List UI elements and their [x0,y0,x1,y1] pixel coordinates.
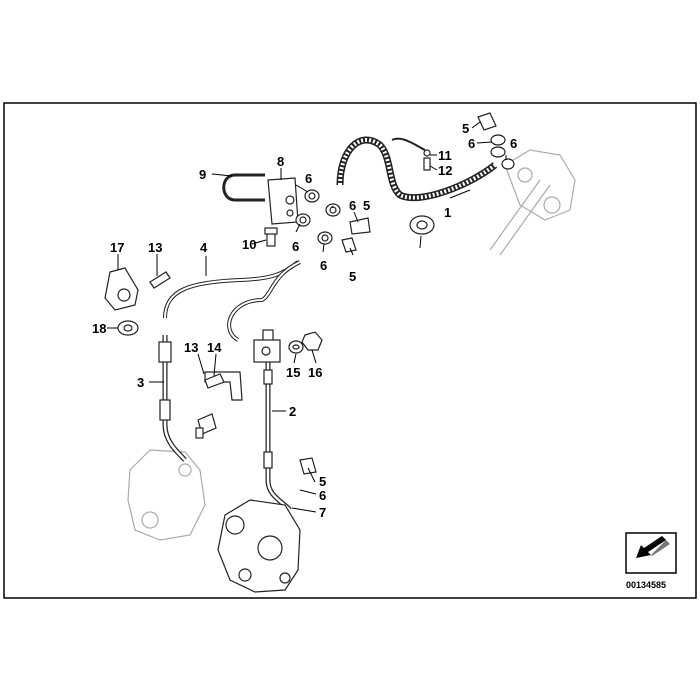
banjo-bolts [299,112,497,475]
callout-5-center: 5 [363,198,370,213]
callout-6-c: 6 [292,239,299,254]
brake-hose-3 [158,335,187,462]
reference-number: 00134585 [626,580,666,590]
callout-6-h: 7 [319,505,326,520]
leader-lines [107,121,507,513]
callout-6-g: 6 [319,488,326,503]
callout-17: 18 [92,321,106,336]
washer-14 [288,340,304,354]
callout-1: 1 [444,205,451,220]
callout-8: 9 [199,167,206,182]
callout-13-mid: 14 [207,340,222,355]
nut-15 [301,331,323,351]
callout-15: 16 [308,365,322,380]
grommet-18 [409,215,435,235]
diagram-frame [3,102,697,599]
callout-6-f: 6 [510,136,517,151]
callout-6-a: 6 [305,171,312,186]
u-bolt-bracket [222,173,299,225]
callout-9: 10 [242,237,256,252]
callout-5-mid: 5 [349,269,356,284]
distribution-block [253,339,281,363]
callout-6-d: 6 [320,258,327,273]
screw-13-left [149,271,171,289]
bracket-12 [204,371,243,401]
callout-14: 15 [286,365,300,380]
arrow-icon [636,536,666,558]
caliper-left-ghost [127,449,206,541]
reference-box: 00134585 [625,532,677,590]
bracket-16 [104,267,139,336]
brake-line-4 [163,260,301,342]
callout-11: 12 [438,163,452,178]
callout-5-upper-right: 5 [462,121,469,136]
callout-6-b: 6 [349,198,356,213]
callout-5-lower: 5 [319,474,326,489]
sealing-washers [295,134,515,245]
screw-9 [264,227,278,247]
callout-labels: 1 2 3 4 5 5 5 5 6 6 6 6 6 6 6 7 8 9 10 1… [92,121,517,520]
callout-6-e: 6 [468,136,475,151]
callout-7: 8 [277,154,284,169]
brake-hose-1 [336,136,498,202]
callout-3: 3 [137,375,144,390]
banjo-bolt-left [195,413,217,439]
callout-13-left: 13 [148,240,162,255]
callout-16: 17 [110,240,124,255]
callout-12: 13 [184,340,198,355]
clip-and-screw [391,137,431,171]
callout-10: 11 [438,148,452,163]
caliper-right [217,499,301,593]
callout-4: 4 [200,240,208,255]
handlebar-ghost [489,149,576,256]
callout-2: 2 [289,404,296,419]
